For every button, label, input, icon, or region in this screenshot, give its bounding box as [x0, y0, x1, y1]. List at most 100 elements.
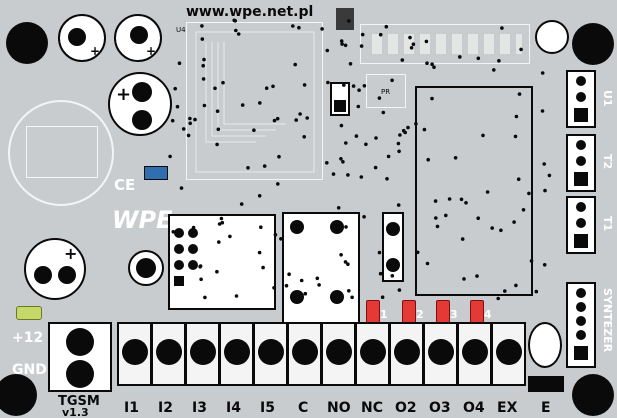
- via: [191, 225, 196, 230]
- via: [193, 117, 197, 122]
- via: [396, 141, 401, 146]
- via: [200, 37, 205, 41]
- via: [396, 203, 401, 207]
- via: [540, 71, 545, 75]
- module-name: TGSM: [58, 394, 100, 409]
- via: [220, 220, 225, 225]
- via: [519, 47, 523, 52]
- via: [342, 83, 346, 87]
- term-label-ex: EX: [497, 400, 518, 416]
- terminal-o3: [423, 322, 458, 386]
- term-label-o4: O4: [463, 400, 485, 416]
- via: [360, 32, 365, 37]
- via: [262, 164, 267, 168]
- pr-component: [366, 74, 406, 108]
- via: [512, 220, 516, 224]
- via: [279, 237, 283, 241]
- via: [547, 173, 552, 178]
- via: [517, 92, 522, 96]
- via: [177, 61, 182, 65]
- via: [325, 48, 330, 53]
- via: [433, 199, 438, 203]
- power-plus-label: +12: [12, 330, 44, 346]
- jumper-pad: [334, 100, 346, 112]
- via: [362, 84, 367, 88]
- via: [444, 213, 448, 218]
- via: [201, 77, 206, 81]
- term-label-e: E: [541, 400, 551, 416]
- connector-t2: [566, 134, 596, 192]
- via: [492, 68, 496, 72]
- via: [201, 63, 205, 68]
- relay-1-pins: [172, 226, 200, 286]
- via: [534, 289, 539, 294]
- buzzer: [8, 100, 114, 206]
- via: [384, 24, 389, 29]
- mounting-hole-top-right: [572, 23, 614, 65]
- via: [299, 278, 304, 283]
- via: [481, 133, 485, 138]
- via: [188, 116, 192, 121]
- term-label-nc: NC: [361, 400, 383, 416]
- via: [297, 25, 301, 30]
- terminal-nc: [355, 322, 390, 386]
- via: [500, 26, 504, 30]
- power-gnd-label: GND: [12, 362, 47, 378]
- buzzer-body: [26, 126, 98, 178]
- via: [234, 294, 239, 298]
- via: [381, 110, 386, 115]
- terminal-i2: [151, 322, 186, 386]
- transistor-top-right: [535, 20, 569, 54]
- connector-t1: [566, 196, 596, 254]
- via: [303, 291, 308, 296]
- via: [343, 260, 348, 264]
- url-label: www.wpe.net.pl: [186, 4, 314, 20]
- via: [411, 42, 416, 46]
- via: [516, 177, 521, 181]
- via: [217, 222, 222, 226]
- via: [252, 128, 256, 132]
- via: [331, 172, 336, 176]
- via: [359, 175, 364, 179]
- via: [293, 62, 298, 67]
- via: [264, 86, 269, 90]
- via: [414, 122, 418, 126]
- via: [343, 43, 348, 48]
- via: [234, 28, 238, 33]
- via: [302, 83, 307, 87]
- via: [298, 112, 302, 116]
- via: [373, 165, 378, 170]
- via: [203, 295, 207, 300]
- via: [425, 61, 429, 65]
- term-label-i1: I1: [124, 400, 139, 416]
- via: [378, 271, 383, 276]
- terminal-c: [287, 322, 322, 386]
- term-label-i5: I5: [260, 400, 275, 416]
- smd-blue-component: [144, 166, 168, 180]
- led-number-2: 2: [416, 308, 424, 321]
- via: [315, 276, 320, 281]
- via: [514, 114, 519, 119]
- via: [202, 103, 207, 108]
- via: [422, 127, 427, 132]
- chip-outline-right: [415, 86, 533, 296]
- via: [257, 194, 262, 198]
- via: [213, 86, 217, 91]
- via: [359, 44, 364, 48]
- via: [378, 32, 383, 37]
- via: [339, 253, 343, 257]
- led-number-3: 3: [450, 308, 458, 321]
- mounting-hole-bottom-left: [0, 374, 37, 416]
- wpe-logo: WPE: [112, 206, 173, 234]
- via: [377, 96, 382, 100]
- via: [215, 269, 219, 274]
- via: [390, 78, 394, 83]
- via: [542, 162, 546, 166]
- via: [341, 160, 345, 164]
- via: [357, 88, 361, 92]
- via: [175, 104, 180, 109]
- term-label-i4: I4: [226, 400, 241, 416]
- via: [350, 295, 354, 300]
- via: [397, 288, 402, 292]
